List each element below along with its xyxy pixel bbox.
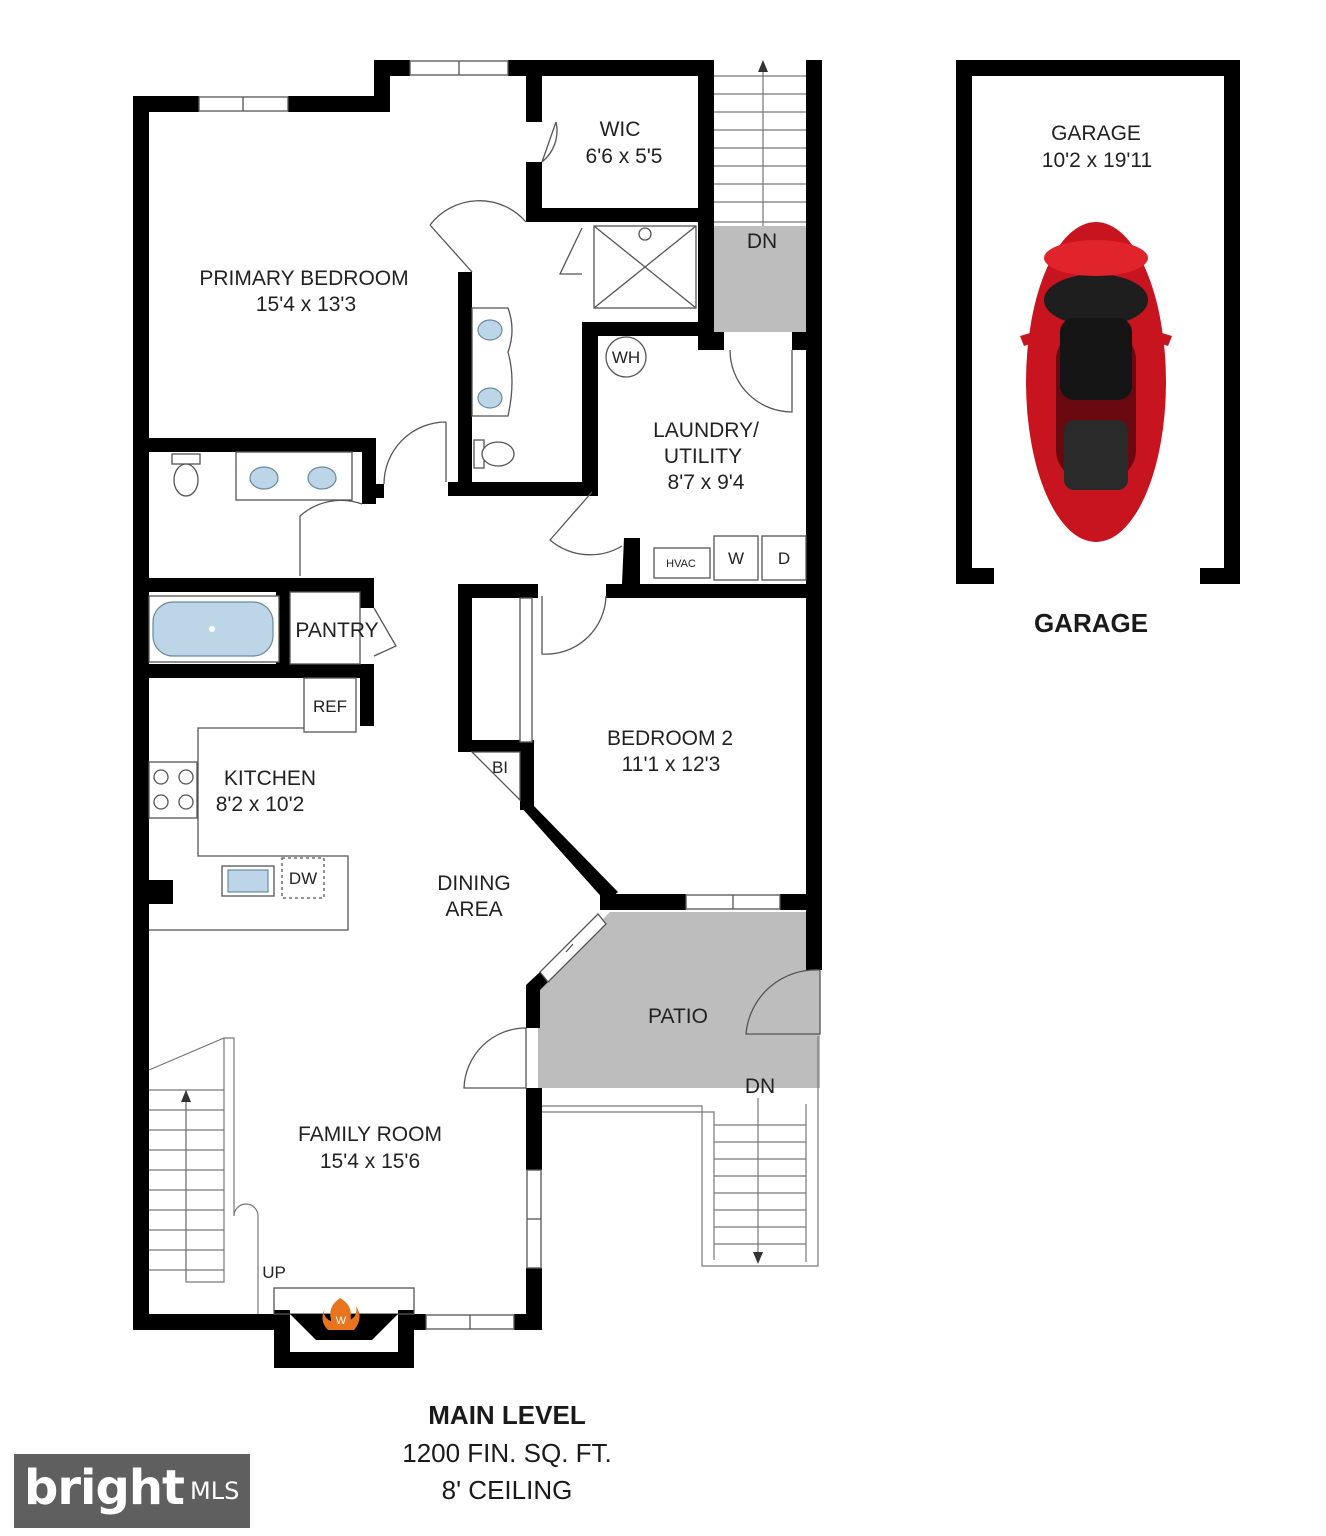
vanity-primary (471, 307, 513, 417)
primary-bedroom-size: 15'4 x 13'3 (256, 293, 356, 316)
stairs-dn-top-label: DN (747, 230, 777, 253)
level-title: MAIN LEVEL (428, 1400, 586, 1430)
laundry-label-2: UTILITY (664, 445, 742, 468)
kitchen-size: 8'2 x 10'2 (216, 793, 305, 816)
bedroom2-label: BEDROOM 2 (607, 727, 733, 750)
wic-size: 6'6 x 5'5 (586, 145, 663, 168)
stairs-top (714, 60, 806, 226)
dryer-label: D (778, 549, 790, 568)
toilet-primary (473, 439, 515, 469)
laundry-appliances (653, 535, 807, 581)
hvac-label: HVAC (666, 558, 696, 570)
bright-mls-logo: bright MLS (14, 1454, 250, 1528)
fireplace-mark-label: W (336, 1315, 347, 1327)
kitchen-counters (148, 727, 349, 931)
built-in-closet (470, 751, 521, 802)
walls (133, 60, 1240, 1368)
water-heater (605, 336, 647, 378)
toilet-hall (171, 453, 201, 497)
level-area: 1200 FIN. SQ. FT. (402, 1438, 612, 1468)
kitchen-label: KITCHEN (224, 767, 316, 790)
stairs-up (148, 1037, 259, 1314)
bi-label: BI (492, 758, 508, 777)
pantry-label: PANTRY (295, 619, 378, 642)
family-room-label: FAMILY ROOM (298, 1123, 442, 1146)
level-ceiling: 8' CEILING (442, 1475, 573, 1505)
washer-label: W (728, 549, 744, 568)
patio-floor (538, 912, 820, 1088)
garage-caption: GARAGE (1034, 608, 1148, 638)
logo-brand-text: bright (24, 1460, 185, 1516)
bedroom2-closet (519, 597, 533, 743)
stairs-up-label: UP (262, 1263, 286, 1282)
bedroom2-size: 11'1 x 12'3 (622, 753, 721, 776)
water-heater-label: WH (612, 348, 640, 367)
garage-label: GARAGE (1051, 122, 1141, 145)
garage-size: 10'2 x 19'11 (1042, 149, 1152, 172)
stairs-patio (542, 1036, 819, 1267)
ref-label: REF (313, 697, 347, 716)
fireplace-mark (331, 1310, 351, 1330)
stairs-dn-patio-label: DN (745, 1075, 775, 1098)
wic-label: WIC (600, 118, 641, 141)
windows (198, 60, 781, 1330)
patio-label: PATIO (648, 1005, 708, 1028)
logo-suffix-text: MLS (190, 1477, 240, 1505)
stair-landing-top (714, 226, 806, 332)
car-image (1020, 222, 1172, 542)
dining-label-1: DINING (437, 872, 511, 895)
bathtub (148, 595, 280, 663)
doors (299, 121, 821, 1089)
vanity-hall (235, 451, 353, 501)
dishwasher-label: DW (289, 869, 317, 888)
laundry-size: 8'7 x 9'4 (668, 471, 745, 494)
pantry-box (289, 591, 361, 665)
primary-bedroom-label: PRIMARY BEDROOM (199, 267, 408, 290)
laundry-label-1: LAUNDRY/ (653, 419, 759, 442)
family-room-size: 15'4 x 15'6 (320, 1150, 420, 1173)
dining-label-2: AREA (445, 898, 502, 921)
shower (593, 225, 697, 309)
refrigerator (303, 677, 357, 733)
